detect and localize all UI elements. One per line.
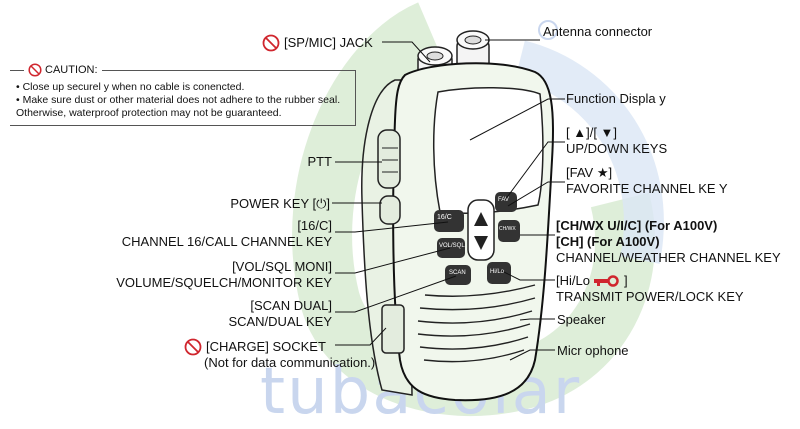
key-fav: FAV [498, 197, 509, 203]
caution-line-1: • Close up securel y when no cable is co… [16, 81, 245, 93]
key-hilo: Hi/Lo [490, 269, 505, 275]
power-button [379, 195, 401, 225]
label-chwx-key: [CH/WX U/I/C] (For A100V) [CH] (For A100… [556, 218, 781, 265]
label-hilo-key: [Hi/Lo ] TRANSMIT POWER/LOCK KEY [556, 273, 744, 304]
down-arrow-icon [474, 236, 488, 250]
label-antenna-connector: Antenna connector [543, 24, 653, 39]
label-vol-key: [VOL/SQL MONI] VOLUME/SQUELCH/MONITOR KE… [116, 259, 332, 290]
key-vol: VOL/SQL [439, 243, 465, 249]
charge-socket [381, 304, 405, 354]
diagram-stage: tubacolar [10, 2, 781, 429]
label-power-key: POWER KEY [⏻] [230, 196, 330, 211]
label-microphone: Micr ophone [557, 343, 629, 358]
label-speaker: Speaker [557, 312, 606, 327]
keypad [434, 192, 520, 285]
caution-line-2: • Make sure dust or other material does … [16, 94, 341, 106]
key-16c: 16/C [437, 214, 452, 221]
no-water-icon [262, 34, 280, 52]
speaker-grill [417, 284, 536, 363]
no-water-icon [28, 63, 42, 77]
key-chwx: CH/WX [499, 226, 516, 232]
function-display [433, 86, 544, 214]
label-scan-key: [SCAN DUAL] SCAN/DUAL KEY [228, 298, 332, 329]
caution-title: CAUTION: [24, 62, 102, 78]
up-arrow-icon [474, 212, 488, 226]
no-water-icon [184, 338, 202, 356]
label-function-display: Function Displa y [566, 91, 666, 106]
label-updown-keys: [ ▲]/[ ▼] UP/DOWN KEYS [566, 125, 668, 156]
label-16c-key: [16/C] CHANNEL 16/CALL CHANNEL KEY [121, 218, 332, 249]
leader-lines [332, 39, 565, 361]
caution-box: CAUTION: • Close up securel y when no ca… [10, 62, 356, 126]
label-charge-socket: [CHARGE] SOCKET [184, 338, 326, 356]
radio-illustration [332, 30, 565, 402]
label-favorite-key: [FAV ★] FAVORITE CHANNEL KE Y [566, 165, 728, 196]
caution-line-3: Otherwise, waterproof protection may not… [16, 107, 282, 119]
lock-key-icon [593, 275, 619, 287]
caution-body: • Close up securel y when no cable is co… [16, 81, 340, 120]
ptt-button [377, 129, 401, 189]
caution-title-text: CAUTION: [45, 64, 98, 76]
key-scan: SCAN [449, 270, 466, 276]
label-charge-note: (Not for data communication.) [204, 355, 376, 370]
label-ptt: PTT [307, 154, 332, 169]
label-spmic-jack: [SP/MIC] JACK [262, 34, 373, 52]
